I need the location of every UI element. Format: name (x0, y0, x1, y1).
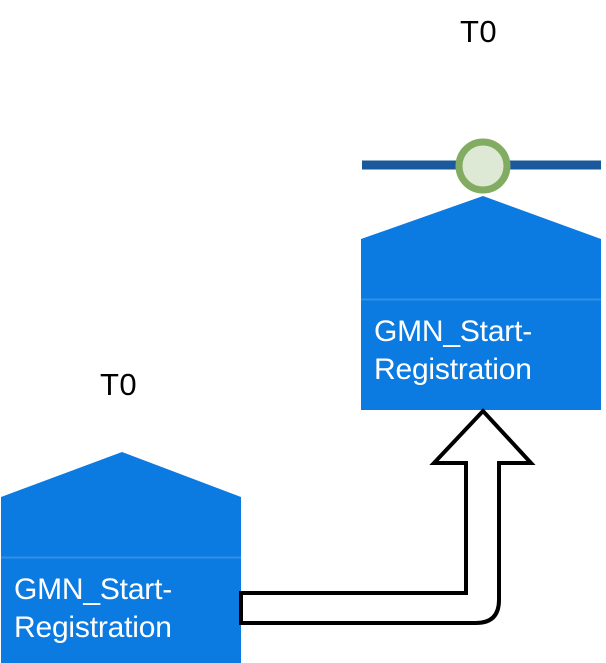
start-event-marker[interactable] (362, 138, 601, 194)
time-label-top-node: T0 (460, 14, 498, 49)
node-top-node-body[interactable] (361, 196, 601, 410)
message-arrow-connector[interactable] (239, 408, 536, 625)
time-label-bottom-node: T0 (100, 367, 138, 402)
node-top-node[interactable] (361, 196, 601, 410)
node-bottom-node[interactable] (1, 452, 241, 663)
start-event-circle-icon[interactable] (455, 138, 511, 194)
message-arrow-icon[interactable] (239, 408, 536, 625)
